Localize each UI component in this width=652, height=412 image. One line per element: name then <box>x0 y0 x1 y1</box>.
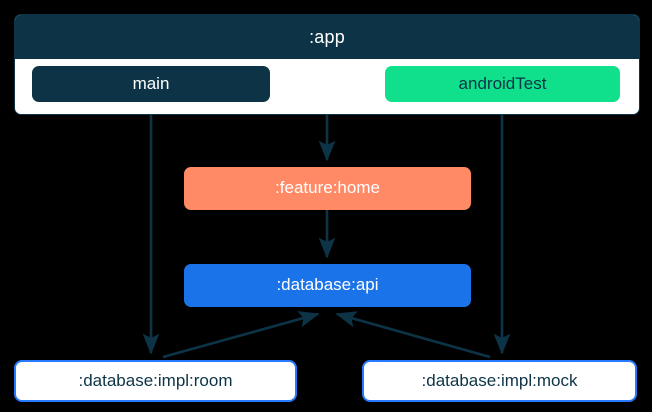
node-database-api-label: :database:api <box>276 275 379 295</box>
node-feature-home-label: :feature:home <box>275 178 380 198</box>
node-main[interactable]: main <box>32 66 270 102</box>
node-database-impl-room[interactable]: :database:impl:room <box>14 360 297 402</box>
node-database-impl-mock-label: :database:impl:mock <box>421 370 578 390</box>
cluster-app-title: :app <box>309 26 345 47</box>
edge-database-impl-mock-to-database-api <box>335 311 491 359</box>
node-database-impl-mock[interactable]: :database:impl:mock <box>362 360 637 402</box>
node-feature-home[interactable]: :feature:home <box>184 167 471 210</box>
node-androidtest-label: androidTest <box>458 73 547 93</box>
node-database-api[interactable]: :database:api <box>184 264 471 307</box>
node-androidtest[interactable]: androidTest <box>385 66 620 102</box>
edge-database-impl-room-to-database-api <box>162 311 320 359</box>
node-main-label: main <box>132 73 170 93</box>
node-database-impl-room-label: :database:impl:room <box>78 370 233 390</box>
cluster-app-header: :app <box>15 15 639 59</box>
